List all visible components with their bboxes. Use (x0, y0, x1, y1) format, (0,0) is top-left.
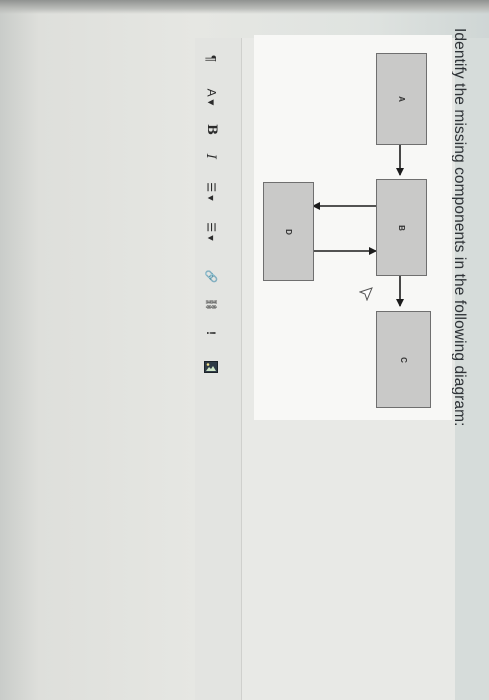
question-text: Identify the missing components in the f… (451, 28, 468, 427)
question-header-strip (455, 38, 489, 700)
italic-button[interactable]: I (200, 145, 222, 167)
diagram-connectors (312, 145, 404, 307)
paragraph-style-button[interactable]: ¶ (200, 47, 222, 69)
photo-top-shade (0, 0, 489, 14)
italic-icon: I (203, 153, 219, 159)
insert-link-button[interactable]: 🔗 (200, 265, 222, 287)
unlink-icon: ⛓ (204, 297, 217, 311)
text-color-button[interactable]: A ▾ (200, 86, 222, 108)
remove-link-button[interactable]: ⛓ (200, 293, 222, 315)
diagram-box-b: B (376, 179, 427, 276)
bold-button[interactable]: B (200, 118, 222, 140)
bullet-list-icon: ☰ ▾ (204, 181, 217, 201)
bullet-list-button[interactable]: ☰ ▾ (200, 180, 222, 202)
image-icon (204, 361, 218, 373)
text-color-icon: A ▾ (203, 88, 218, 106)
diagram-box-c: C (376, 311, 431, 408)
exclamation-icon: ! (204, 331, 218, 335)
alert-button[interactable]: ! (200, 322, 222, 344)
diagram-box-b-label: B (397, 224, 406, 231)
diagram-box-a-label: A (397, 96, 406, 102)
diagram-box-d: D (263, 182, 314, 281)
formatting-toolbar (195, 38, 242, 700)
diagram-box-d-label: D (284, 228, 293, 235)
mouse-cursor-icon (359, 287, 373, 301)
insert-image-button[interactable] (200, 356, 222, 378)
paragraph-icon: ¶ (203, 54, 219, 62)
diagram-box-c-label: C (399, 356, 408, 363)
numbered-list-button[interactable]: ☰ ▾ (200, 220, 222, 242)
diagram-box-a: A (376, 53, 427, 145)
bold-icon: B (203, 123, 219, 135)
numbered-list-icon: ☰ ▾ (204, 221, 217, 241)
link-icon: 🔗 (204, 269, 217, 283)
